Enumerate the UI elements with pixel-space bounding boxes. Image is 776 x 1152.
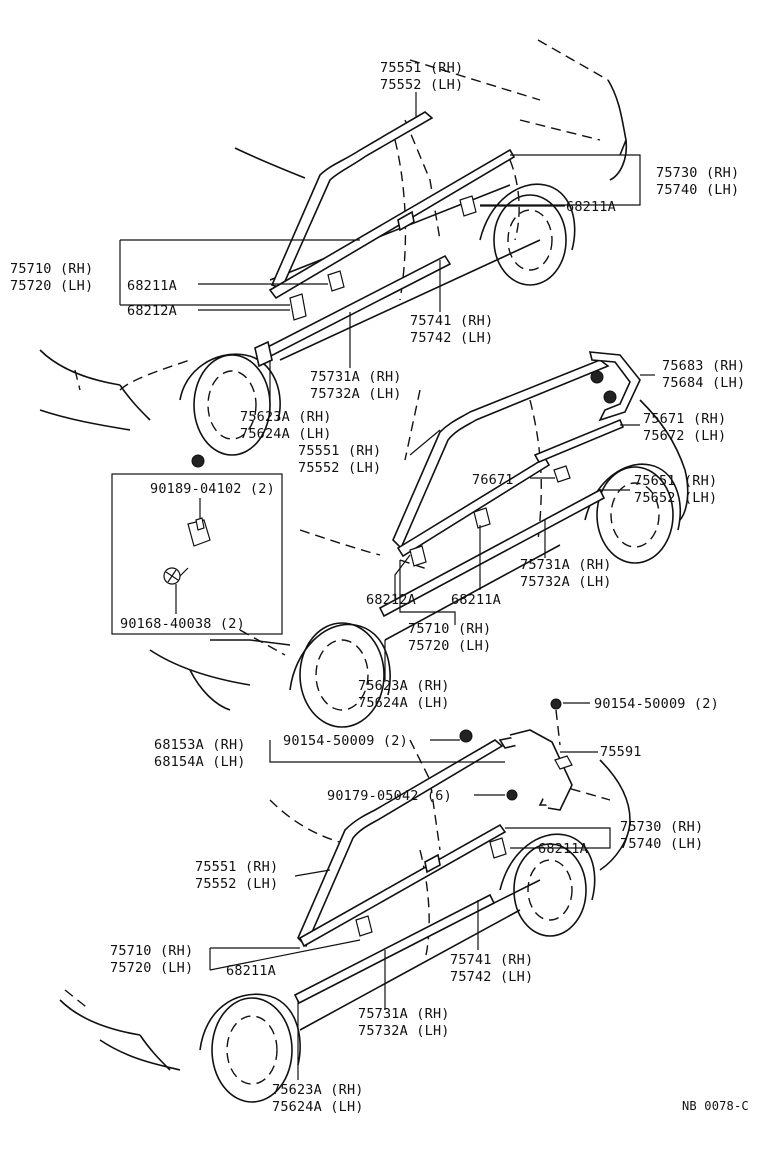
label-75742-top: 75742 (LH) <box>410 330 493 346</box>
leaders-middle <box>384 374 655 680</box>
label-75720-bottom: 75720 (LH) <box>110 960 193 976</box>
label-68211a-bottom-right: 68211A <box>538 841 588 857</box>
side-moulding-75741 <box>254 254 452 368</box>
rear-window-moulding-75591 <box>498 729 573 811</box>
label-75591: 75591 <box>600 744 642 760</box>
window-moulding-75551 <box>270 111 434 289</box>
label-75623a-middle: 75623A (RH) <box>358 678 450 694</box>
label-75551-middle: 75551 (RH) <box>298 443 381 459</box>
side-moulding-75651 <box>378 488 606 618</box>
label-68153a: 68153A (RH) <box>154 737 246 753</box>
clips-top <box>289 195 477 321</box>
label-75710-middle: 75710 (RH) <box>408 621 491 637</box>
label-75552-bottom: 75552 (LH) <box>195 876 278 892</box>
label-75710-bottom: 75710 (RH) <box>110 943 193 959</box>
label-75683: 75683 (RH) <box>662 358 745 374</box>
label-75741-bottom: 75741 (RH) <box>450 952 533 968</box>
label-75672: 75672 (LH) <box>643 428 726 444</box>
label-75720-middle: 75720 (LH) <box>408 638 491 654</box>
label-75740-top: 75740 (LH) <box>656 182 739 198</box>
leaders-top <box>119 92 641 407</box>
label-75623a-bottom: 75623A (RH) <box>272 1082 364 1098</box>
label-75552-top: 75552 (LH) <box>380 77 463 93</box>
clip-90179-icon <box>506 789 518 801</box>
label-68212a-middle: 68212A <box>366 592 416 608</box>
label-75732a-middle: 75732A (LH) <box>520 574 612 590</box>
inset-frame <box>111 473 283 635</box>
clips-bottom <box>355 698 562 937</box>
clips-middle <box>409 465 571 567</box>
fastener-inset: 90189-04102 (2) 90168-40038 (2) <box>111 454 283 635</box>
label-75671: 75671 (RH) <box>643 411 726 427</box>
belt-moulding-75710 <box>268 148 516 300</box>
label-75742-bottom: 75742 (LH) <box>450 969 533 985</box>
label-75720-top: 75720 (LH) <box>10 278 93 294</box>
label-75710-top: 75710 (RH) <box>10 261 93 277</box>
label-90168-40038: 90168-40038 (2) <box>120 616 245 632</box>
label-68211a-top-left: 68211A <box>127 278 177 294</box>
label-75741-top: 75741 (RH) <box>410 313 493 329</box>
clip-76671-icon <box>553 465 571 483</box>
car-body-bottom <box>59 739 631 1103</box>
label-75623a-top: 75623A (RH) <box>240 409 332 425</box>
label-75624a-top: 75624A (LH) <box>240 426 332 442</box>
window-moulding-75551-bottom <box>297 739 504 948</box>
clip-75591-icon <box>554 755 573 770</box>
label-90154-50009-top: 90154-50009 (2) <box>594 696 719 712</box>
reference-code: NB 0078-C <box>682 1099 749 1113</box>
label-75624a-bottom: 75624A (LH) <box>272 1099 364 1115</box>
window-moulding-75551-middle <box>392 351 641 550</box>
label-68154a: 68154A (LH) <box>154 754 246 770</box>
label-90179-05042: 90179-05042 (6) <box>327 788 452 804</box>
belt-moulding-75710-middle <box>396 418 625 558</box>
clip-75683b-icon <box>603 390 617 404</box>
car-body-top <box>39 39 628 456</box>
label-75552-middle: 75552 (LH) <box>298 460 381 476</box>
label-75732a-top: 75732A (LH) <box>310 386 402 402</box>
label-75732a-bottom: 75732A (LH) <box>358 1023 450 1039</box>
belt-moulding-75710-bottom <box>298 823 507 948</box>
leaders-bottom <box>209 702 611 1080</box>
labels-middle: 75683 (RH) 75684 (LH) 75671 (RH) 75672 (… <box>298 358 745 711</box>
label-90189-04102: 90189-04102 (2) <box>150 481 275 497</box>
label-75651: 75651 (RH) <box>634 473 717 489</box>
label-75551-bottom: 75551 (RH) <box>195 859 278 875</box>
label-90154-50009-mid: 90154-50009 (2) <box>283 733 408 749</box>
labels-bottom: 90154-50009 (2) 68153A (RH) 68154A (LH) … <box>110 696 749 1115</box>
label-75731a-middle: 75731A (RH) <box>520 557 612 573</box>
label-75740-bottom: 75740 (LH) <box>620 836 703 852</box>
label-75551-top: 75551 (RH) <box>380 60 463 76</box>
label-68211a-top-right: 68211A <box>566 199 616 215</box>
label-75652: 75652 (LH) <box>634 490 717 506</box>
label-68212a-top: 68212A <box>127 303 177 319</box>
label-75684: 75684 (LH) <box>662 375 745 391</box>
label-76671: 76671 <box>472 472 514 488</box>
clip-75683-icon <box>590 370 604 384</box>
label-68211a-bottom-left: 68211A <box>226 963 276 979</box>
label-75730-top: 75730 (RH) <box>656 165 739 181</box>
label-75731a-top: 75731A (RH) <box>310 369 402 385</box>
label-68211a-middle: 68211A <box>451 592 501 608</box>
label-75730-bottom: 75730 (RH) <box>620 819 703 835</box>
side-moulding-75741-bottom <box>293 893 496 1005</box>
labels-top: 75551 (RH) 75552 (LH) 75730 (RH) 75740 (… <box>10 60 739 442</box>
clip-detail-icon <box>191 454 205 468</box>
label-75624a-middle: 75624A (LH) <box>358 695 450 711</box>
screw-90154-mid-icon <box>459 729 473 743</box>
screw-90154-top-icon <box>550 698 562 710</box>
label-75731a-bottom: 75731A (RH) <box>358 1006 450 1022</box>
